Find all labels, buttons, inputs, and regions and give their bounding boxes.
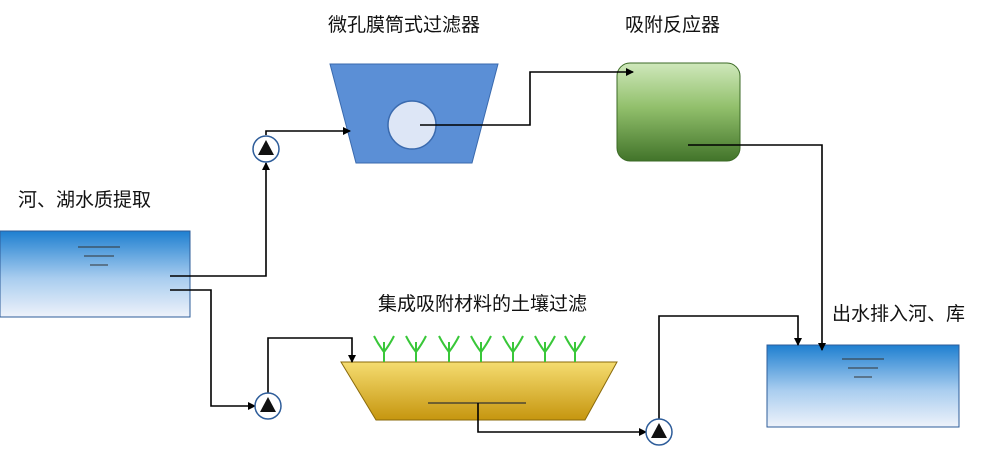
pump-icon <box>254 392 282 420</box>
plant-icon <box>470 335 492 362</box>
pump-icon <box>645 418 673 446</box>
plant-icon <box>438 335 460 362</box>
source-label: 河、湖水质提取 <box>18 189 152 211</box>
adsorption-reactor <box>616 62 741 162</box>
microporous-membrane-filter <box>329 63 499 164</box>
microporous-filter-label: 微孔膜筒式过滤器 <box>328 14 481 36</box>
pipe-soil-to-pump3 <box>477 403 647 436</box>
plant-icon <box>373 335 395 362</box>
outlet-water-tank <box>766 344 960 428</box>
soil-filtration-bed <box>340 361 618 421</box>
source-water-tank <box>0 230 191 318</box>
pipe-pump2-to-soil <box>267 337 356 394</box>
plant-icon <box>564 335 586 362</box>
plant-icon <box>502 335 524 362</box>
adsorption-reactor-label: 吸附反应器 <box>625 14 721 36</box>
pipes <box>170 68 826 436</box>
pump-icon <box>252 135 280 163</box>
pipe-pump3-to-outlet <box>658 315 802 419</box>
plant-icon <box>534 335 556 362</box>
pipe-filter-to-reactor <box>420 68 634 126</box>
pipe-source-to-pump1 <box>170 162 270 277</box>
pipe-pump1-to-filter <box>265 127 351 135</box>
pipe-reactor-to-outlet <box>688 144 826 351</box>
plants <box>373 335 586 362</box>
soil-filtration-label: 集成吸附材料的土壤过滤 <box>378 293 588 315</box>
outlet-label: 出水排入河、库 <box>832 303 966 325</box>
pipe-source-to-pump2 <box>170 289 256 410</box>
plant-icon <box>405 335 427 362</box>
